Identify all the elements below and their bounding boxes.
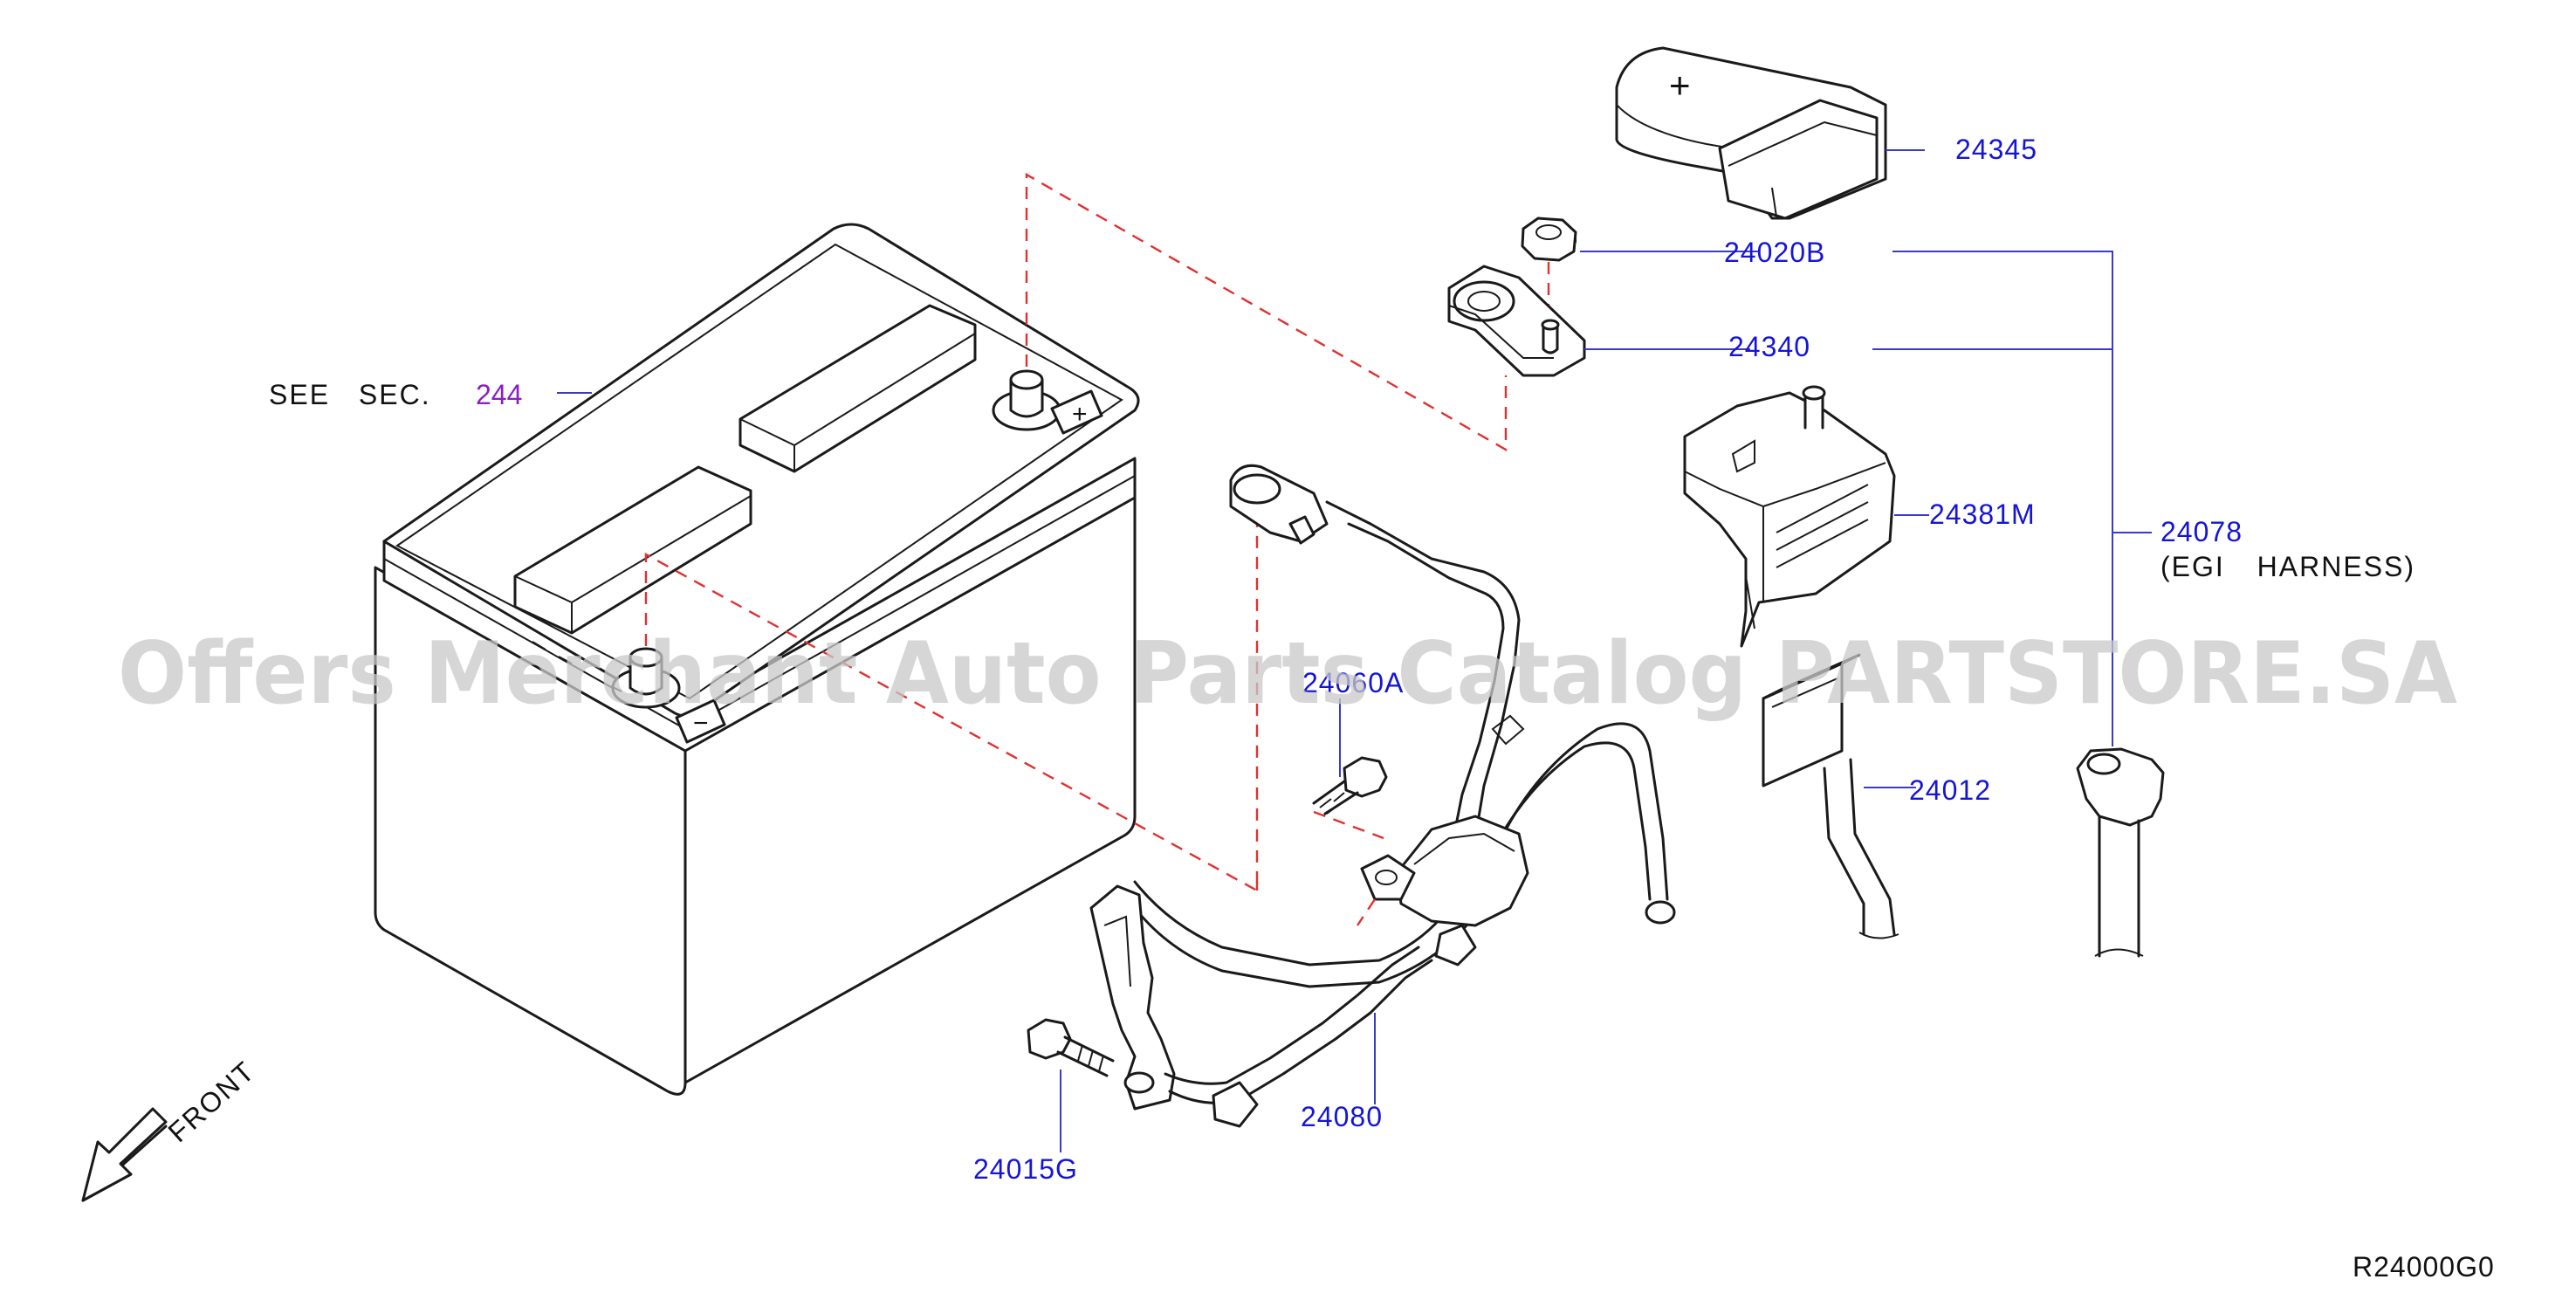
part-number-24345[interactable]: 24345	[1955, 134, 2037, 165]
part-description-egi-harness: (EGI HARNESS)	[2160, 551, 2415, 582]
part-number-24078[interactable]: 24078	[2160, 516, 2243, 547]
part-number-24060A[interactable]: 24060A	[1302, 667, 1404, 698]
positive-sign-icon: +	[1072, 400, 1088, 429]
plus-mark-icon: +	[1669, 65, 1691, 106]
battery-cable-24080[interactable]	[1089, 464, 1676, 1128]
projection-lines-positive	[1025, 172, 1508, 452]
terminal-clamp-24340[interactable]	[1447, 265, 1586, 377]
see-sec-label: SEE SEC.	[269, 379, 431, 410]
see-sec-number-link[interactable]: 244	[476, 379, 522, 410]
part-number-24015G[interactable]: 24015G	[973, 1153, 1078, 1185]
projection-line-bolt	[1313, 810, 1384, 840]
part-number-24012[interactable]: 24012	[1909, 774, 1991, 806]
leader-lines	[557, 149, 2152, 1152]
terminal-cover-24345[interactable]: +	[1615, 46, 1887, 220]
fusible-link-holder-24381M[interactable]	[1683, 385, 1896, 648]
front-label: FRONT	[162, 1055, 261, 1148]
watermark-text: Offers Merchant Auto Parts Catalog PARTS…	[118, 624, 2457, 724]
bolt-24015G[interactable]	[1027, 1018, 1115, 1077]
fuse-block-24012[interactable]	[1762, 653, 1899, 939]
part-number-24381M[interactable]: 24381M	[1929, 499, 2036, 530]
diagram-id: R24000G0	[2353, 1251, 2495, 1283]
part-number-24340[interactable]: 24340	[1728, 331, 1810, 362]
projection-line-clamp	[1357, 898, 1376, 926]
part-number-24080[interactable]: 24080	[1301, 1101, 1383, 1132]
battery[interactable]: + −	[374, 223, 1140, 1096]
part-number-24020B[interactable]: 24020B	[1724, 237, 1825, 268]
egi-harness-24078[interactable]	[2076, 747, 2165, 958]
projection-lines-negative	[644, 524, 1259, 893]
bolt-24060A[interactable]	[1312, 756, 1388, 815]
negative-sign-icon: −	[693, 709, 709, 738]
front-arrow-icon	[81, 1107, 168, 1202]
nut-24020B[interactable]	[1521, 217, 1577, 262]
